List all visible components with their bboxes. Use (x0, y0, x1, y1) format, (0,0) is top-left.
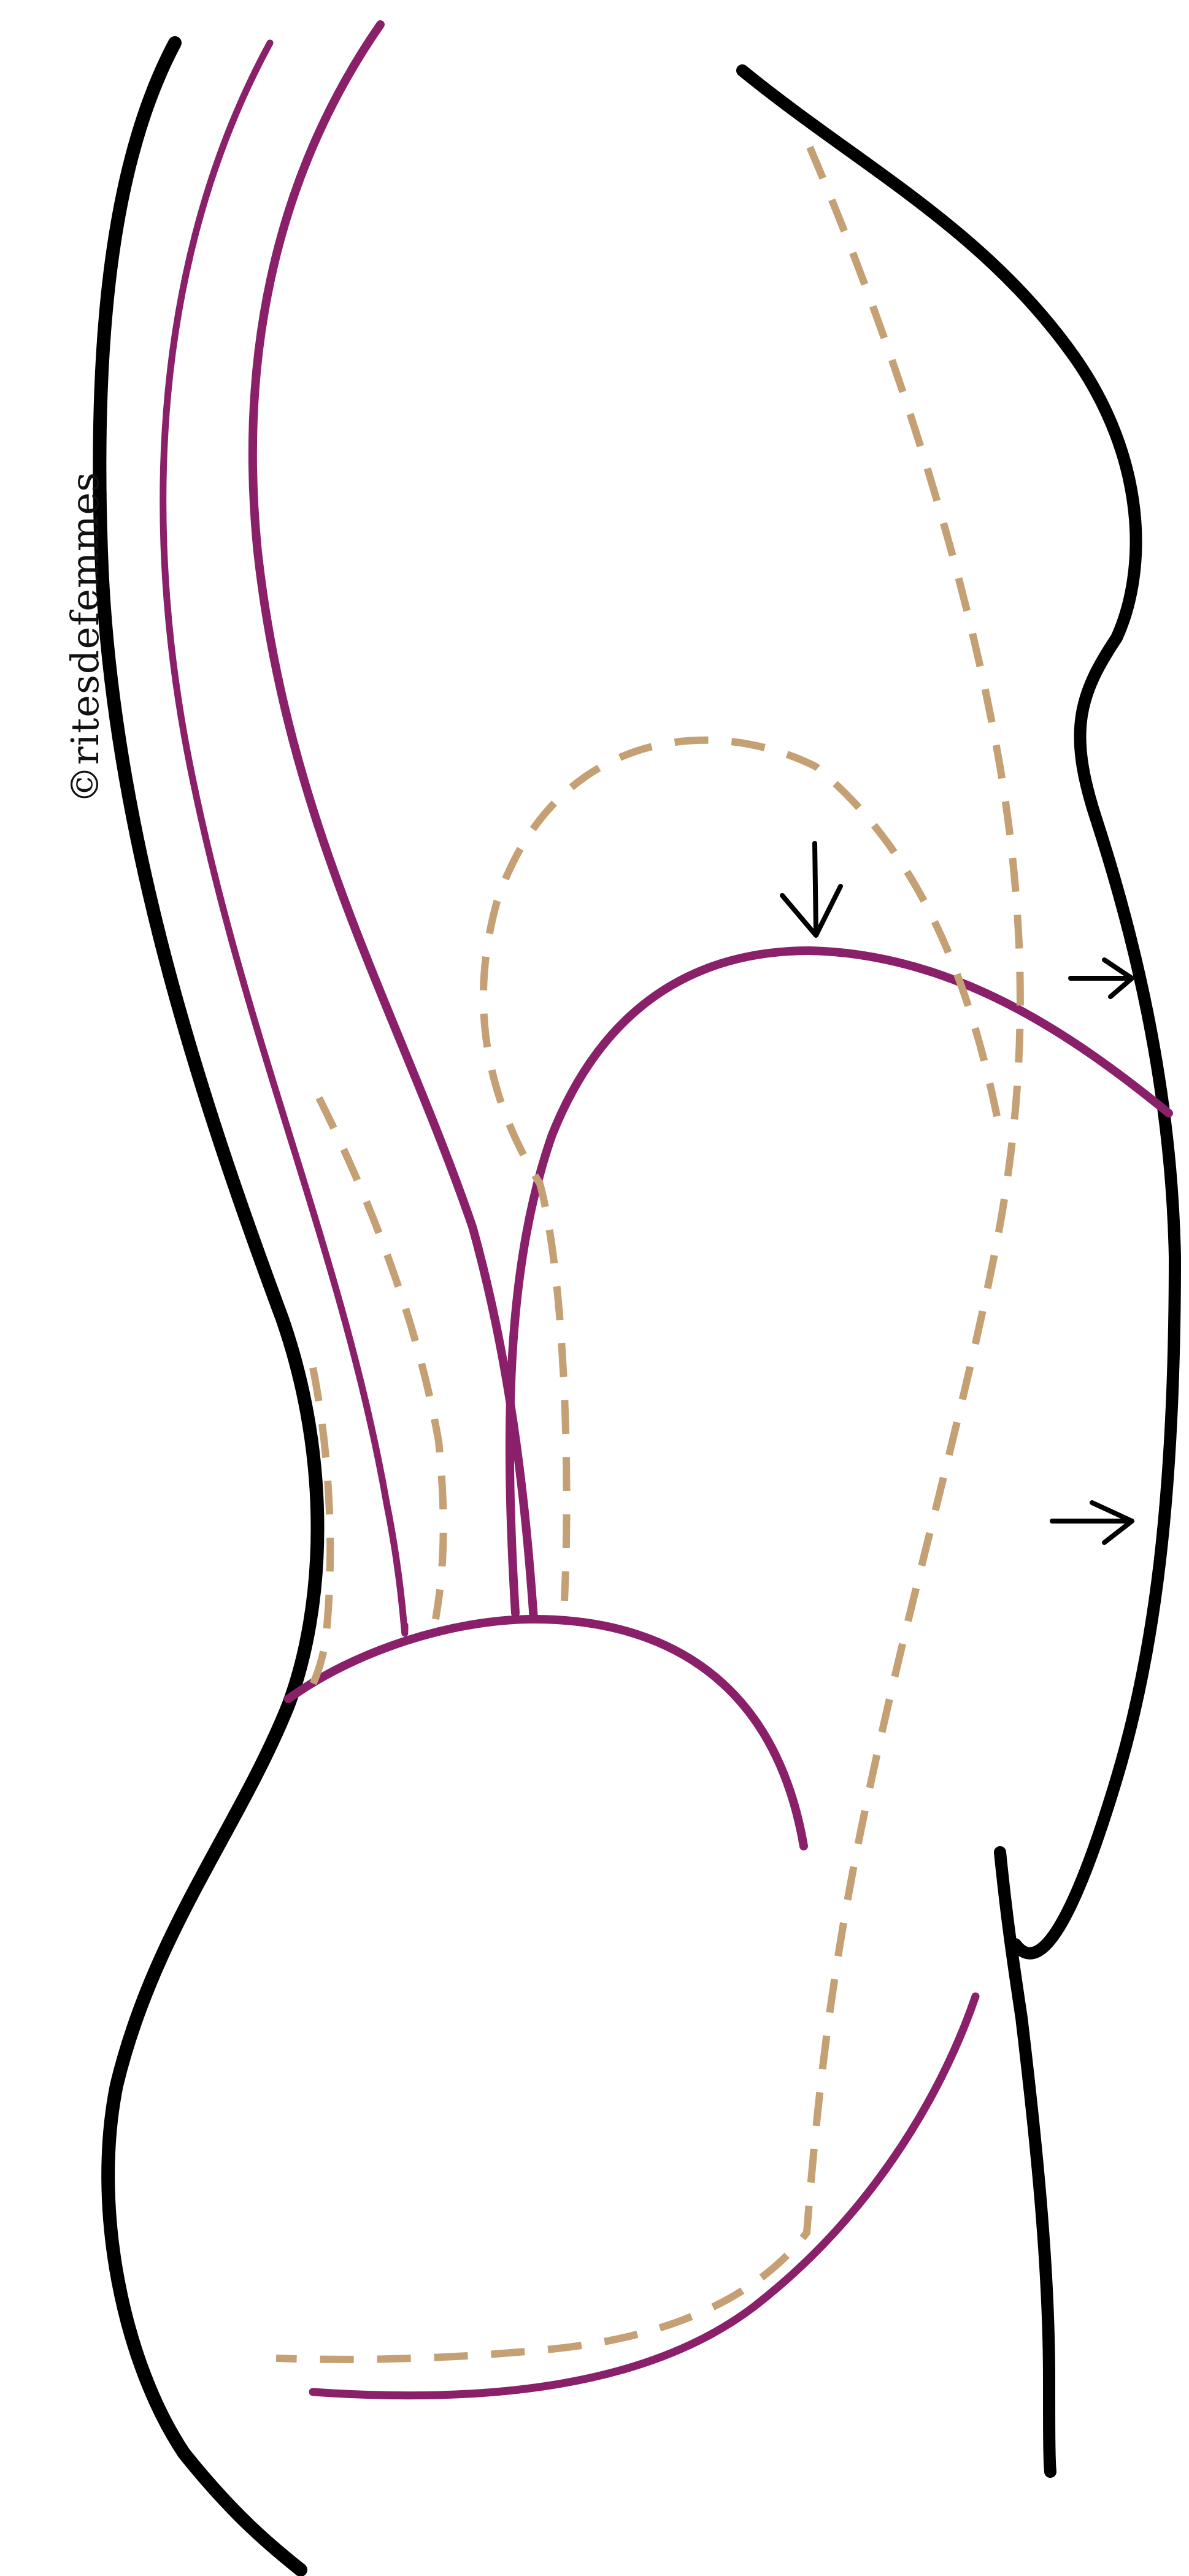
right-arrow-icon (1052, 1503, 1132, 1543)
spine-outer-line (163, 43, 405, 1633)
dashed-spine-front (319, 1098, 444, 1619)
down-arrow-icon (782, 843, 841, 935)
front-body-outline (742, 71, 1175, 1953)
right-arrow-icon (1071, 960, 1132, 997)
dashed-front-wall (276, 147, 1020, 2359)
uterus-dome (510, 951, 1169, 1613)
bladder-curve (288, 1619, 804, 1846)
dashed-uterus-outline (483, 740, 997, 1601)
watermark-text: ©ritesdefemmes (63, 472, 107, 803)
back-body-outline (99, 43, 317, 2570)
lower-pelvic-curve (313, 1996, 975, 2396)
